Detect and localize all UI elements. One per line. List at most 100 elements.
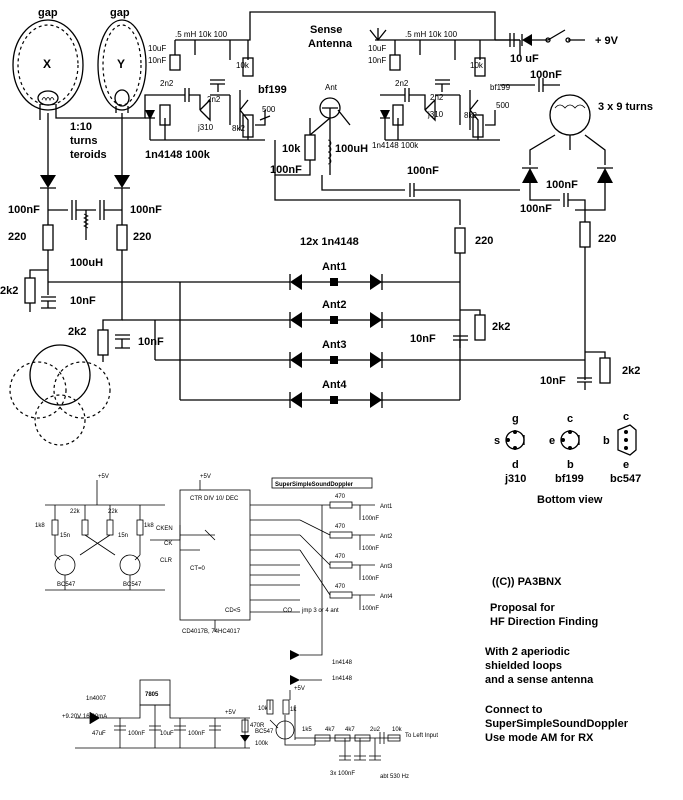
diode-loop-x [40, 175, 56, 188]
preamp-a-c10uf: 10uF [148, 44, 166, 53]
ant3-label: Ant3 [322, 339, 346, 351]
pin-bf199-b: b [567, 459, 574, 471]
audio-left-input: To Left Input [405, 733, 438, 739]
mv-c15n-b: 15n [118, 533, 128, 539]
psu-10uf: 10uF [160, 731, 174, 737]
res-220-y-label: 220 [133, 231, 151, 243]
res-220-right-label: 220 [598, 233, 616, 245]
transformer-turns-label: 3 x 9 turns [598, 101, 653, 113]
note-line5: and a sense antenna [485, 674, 594, 686]
diode-loop-y [114, 175, 130, 188]
note-line8: Use mode AM for RX [485, 732, 594, 744]
cap-10uf-supply-label: 10 uF [510, 53, 539, 65]
resistor-2k2-x [24, 277, 36, 304]
audio-bc547: BC547 [255, 729, 274, 735]
note-line3: With 2 aperiodic [485, 646, 570, 658]
audio-5v: +5V [294, 686, 305, 692]
jmp-label: jmp 3 or 4 ant [301, 608, 339, 614]
preamp-a-8k2: 8k2 [232, 124, 245, 133]
radiation-pattern [9, 344, 111, 446]
pinout-bf199 [560, 430, 580, 450]
pin-j310-name: j310 [504, 473, 526, 485]
resistor-220-mid [454, 227, 466, 254]
audio-4k7-b: 4k7 [345, 727, 355, 733]
psu-5v: +5V [225, 710, 236, 716]
cap-100nf-loop-x: 100nF [8, 204, 40, 216]
audio-10k: 10k [258, 706, 269, 712]
loop-diode-res-label: 1n4148 100k [145, 149, 211, 161]
diode-right-a [522, 168, 538, 183]
res-2k2-x-label: 2k2 [0, 285, 18, 297]
note-line6: Connect to [485, 704, 543, 716]
res-10k-sense-label: 10k [282, 143, 301, 155]
toroid-ratio-line1: 1:10 [70, 121, 92, 133]
c100nf-out1: 100nF [362, 516, 379, 522]
preamp-b [369, 28, 585, 141]
c100nf-out3: 100nF [362, 576, 379, 582]
preamp-b-2n2-1: 2n2 [395, 79, 409, 88]
loop-y-gap: gap [110, 7, 130, 19]
pin-j310-g: g [512, 413, 519, 425]
sense-title-1: Sense [310, 24, 342, 36]
ic-co: CO [283, 608, 292, 614]
preamp-a-pot: 500 [262, 105, 276, 114]
audio-100k: 100k [255, 741, 269, 747]
audio-10k-b: 10k [392, 727, 403, 733]
inductor-100uh-loops: 100uH [70, 257, 103, 269]
r470-3: 470 [335, 554, 346, 560]
d1n4148-b: 1n4148 [332, 676, 353, 682]
note-line4: shielded loops [485, 660, 562, 672]
audio-1k5: 1k5 [302, 727, 312, 733]
audio-2u2: 2u2 [370, 727, 381, 733]
mv-c15n-a: 15n [60, 533, 70, 539]
out3-label: Ant3 [380, 564, 393, 570]
pin-bc547-name: bc547 [610, 473, 641, 485]
psu-470r: 470R [250, 723, 265, 729]
resistor-10k-sense [304, 134, 316, 161]
preamp-b-bf199: bf199 [490, 83, 511, 92]
diode-right-b [597, 168, 613, 183]
mv-r1k8-a: 1k8 [35, 523, 45, 529]
ic-outputs [250, 501, 375, 685]
preamp-a-2n2-1: 2n2 [160, 79, 174, 88]
audio-4k7-a: 4k7 [325, 727, 335, 733]
cap-10nf-y-label: 10nF [138, 336, 164, 348]
sense-title-2: Antenna [308, 38, 353, 50]
ic-cd4017 [179, 489, 251, 621]
pin-j310-d: d [512, 459, 519, 471]
pin-bf199-e: e [549, 435, 555, 447]
c100nf-out4: 100nF [362, 606, 379, 612]
mv-5v: +5V [98, 474, 109, 480]
loop-x-label: X [43, 57, 51, 71]
ic-ct0: CT=0 [190, 566, 206, 572]
pinout-bc547 [617, 424, 637, 456]
ic-title: CTR DIV 10/ DEC [190, 496, 239, 502]
mv-r22k-a: 22k [70, 509, 81, 515]
resistor-2k2-mid [474, 314, 486, 341]
pin-bf199-name: bf199 [555, 473, 584, 485]
c100nf-out2: 100nF [362, 546, 379, 552]
cap-100nf-right2-label: 100nF [520, 203, 552, 215]
audio-1k: 1k [290, 707, 297, 713]
inductor-100uh-sense-label: 100uH [335, 143, 368, 155]
sense-ant-label: Ant [325, 83, 338, 92]
mv-bc547-b: BC547 [123, 582, 142, 588]
preamp-b-10k: 10k [470, 61, 484, 70]
loop-antenna-y [97, 19, 147, 113]
inductor-100uh-sense [327, 139, 332, 165]
pin-bc547-c: c [623, 411, 629, 423]
resistor-2k2-y [97, 329, 109, 356]
ic-ck: CK [164, 541, 172, 547]
pinout-j310 [505, 430, 525, 450]
res-220-x-label: 220 [8, 231, 26, 243]
resistor-220-x [42, 224, 54, 251]
preamp-a-c10nf: 10nF [148, 56, 166, 65]
cap-100nf-loop-y: 100nF [130, 204, 162, 216]
psu-supply: +9.20V 16-20mA [62, 714, 107, 720]
preamp-a-top-values: .5 mH 10k 100 [175, 30, 228, 39]
out2-label: Ant2 [380, 534, 393, 540]
preamp-b-2n2-2: 2n2 [430, 93, 444, 102]
psu-7805: 7805 [145, 692, 159, 698]
sense-antenna-symbol [309, 97, 351, 175]
preamp-b-c10nf: 10nF [368, 56, 386, 65]
